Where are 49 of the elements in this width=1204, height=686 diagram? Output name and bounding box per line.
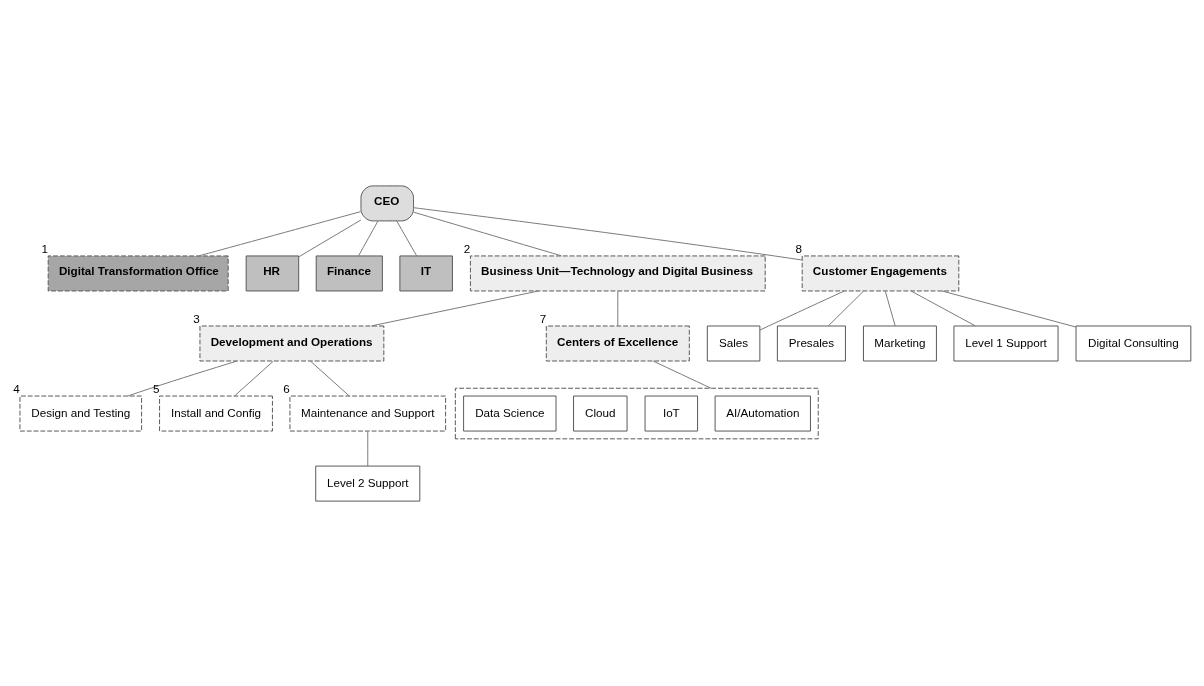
connector <box>370 290 539 326</box>
node-box: Cloud <box>573 395 628 432</box>
node-box: IT <box>399 254 453 291</box>
connector <box>884 290 896 326</box>
node-box: Marketing <box>862 325 937 361</box>
node-label: 1 <box>41 241 49 255</box>
node-box: Presales <box>776 325 846 361</box>
node-box: Business Unit—Technology and Digital Business <box>469 254 766 291</box>
connector <box>298 219 362 257</box>
node-box: Centers of Excellence <box>545 325 690 361</box>
node-label: 5 <box>152 381 160 395</box>
connector <box>413 211 562 256</box>
connector <box>310 360 350 396</box>
node-box: IoT <box>644 395 699 432</box>
node-label: 7 <box>539 311 547 325</box>
connector <box>127 360 238 396</box>
node-label: 2 <box>463 241 471 255</box>
connector <box>367 430 369 466</box>
connector <box>759 290 845 331</box>
node-label: 8 <box>795 241 803 255</box>
node-box: Finance <box>315 254 383 291</box>
cluster <box>454 387 819 439</box>
node-box: Sales <box>706 325 761 361</box>
node-box: HR <box>245 254 300 291</box>
connector <box>396 220 418 256</box>
node-box: Digital Transformation Office <box>47 254 229 291</box>
node-box: Maintenance and Support <box>289 395 447 432</box>
node-label: 4 <box>13 381 20 395</box>
connector <box>910 290 976 326</box>
node-label: 3 <box>193 311 200 325</box>
connector <box>234 360 274 396</box>
connector <box>198 210 362 256</box>
node-box: Level 2 Support <box>315 465 421 502</box>
node-box: Customer Engagements <box>801 254 960 291</box>
node-box: Development and Operations <box>199 325 385 361</box>
connector <box>617 290 619 326</box>
node-box: Digital Consulting <box>1075 325 1192 361</box>
connector <box>413 206 803 261</box>
node-box: Data Science <box>463 395 557 432</box>
connector <box>358 220 379 256</box>
connector <box>652 360 712 389</box>
node-box: AI/Automation <box>714 395 811 432</box>
node-label: 6 <box>283 381 290 395</box>
connector <box>941 290 1077 328</box>
node-box: Level 1 Support <box>953 325 1059 361</box>
node-box: Design and Testing <box>19 395 143 432</box>
connector <box>827 290 864 326</box>
node-box: CEO <box>360 184 414 221</box>
node-box: Install and Config <box>159 395 273 432</box>
